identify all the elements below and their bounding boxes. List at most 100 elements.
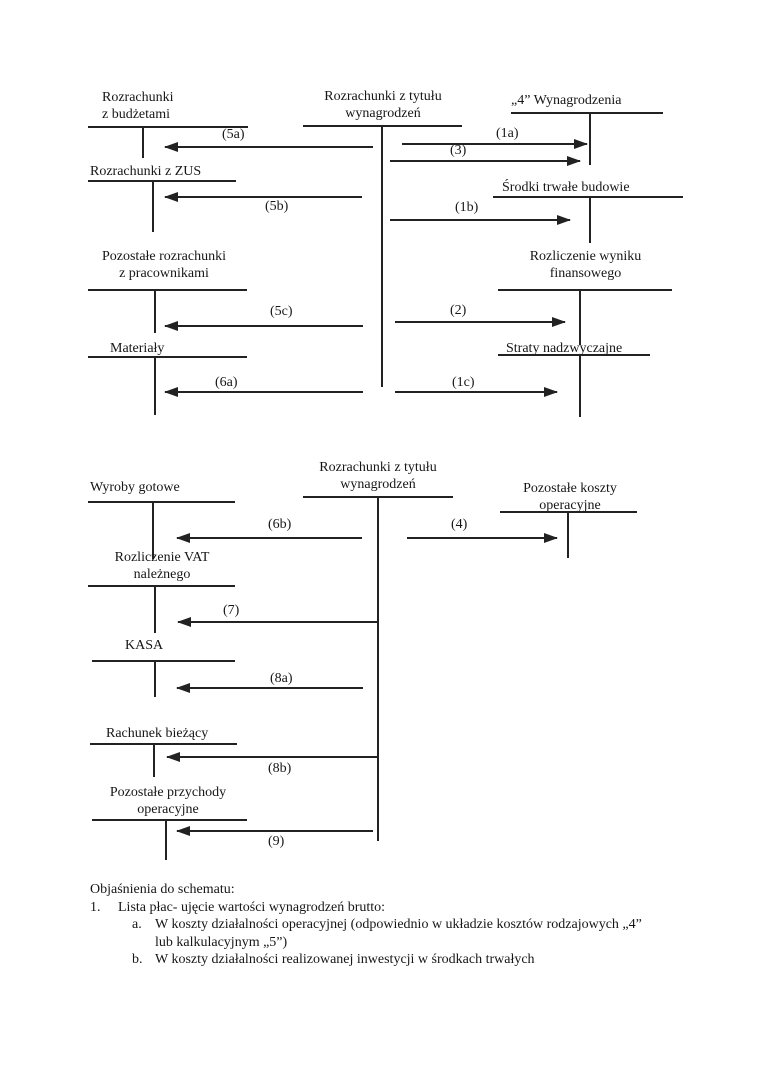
- account-title-line: Pozostałe rozrachunki: [101, 249, 226, 264]
- arrow-shaft: [407, 533, 558, 543]
- account-stem-line: [152, 180, 154, 232]
- arrowhead-left-icon: [176, 533, 190, 543]
- arrow-label: (4): [451, 517, 468, 532]
- account-title-line: wynagrodzeń: [345, 106, 421, 121]
- arrow-shaft: [177, 617, 377, 627]
- arrow-shaft: [176, 533, 362, 543]
- account-title: Rozrachunki z budżetami: [102, 89, 174, 123]
- account-stem-line: [154, 289, 156, 333]
- arrowhead-left-icon: [164, 142, 178, 152]
- account-stem-line: [377, 496, 379, 841]
- account-title-line: z pracownikami: [119, 266, 209, 281]
- account-title-line: Pozostałe koszty: [523, 481, 617, 496]
- arrow-label: (2): [450, 303, 467, 318]
- arrow-label: (9): [268, 834, 285, 849]
- account-top-line: [498, 289, 672, 291]
- account-title: Rozrachunki z tytułu wynagrodzeń: [303, 88, 463, 122]
- account-top-line: [90, 743, 237, 745]
- arrow-shaft: [164, 192, 362, 202]
- account-top-line: [88, 501, 235, 503]
- account-title-line: Rozrachunki z tytułu: [319, 460, 437, 475]
- account-title: Pozostałe rozrachunki z pracownikami: [85, 248, 243, 282]
- account-title: Wyroby gotowe: [90, 480, 180, 495]
- arrow-shaft: [166, 752, 377, 762]
- arrow-shaft: [176, 683, 363, 693]
- arrow-label: (8a): [270, 671, 293, 686]
- account-top-line: [92, 660, 235, 662]
- arrowhead-left-icon: [164, 321, 178, 331]
- account-top-line: [88, 126, 248, 128]
- account-top-line: [88, 356, 247, 358]
- account-title-line: Rozrachunki z tytułu: [324, 89, 442, 104]
- account-title: „4” Wynagrodzenia: [511, 93, 622, 108]
- arrowhead-right-icon: [567, 156, 581, 166]
- account-top-line: [511, 112, 663, 114]
- arrowhead-left-icon: [176, 826, 190, 836]
- account-title-line: należnego: [133, 567, 191, 582]
- account-title: Pozostałe przychody operacyjne: [88, 784, 248, 818]
- account-title: Pozostałe koszty operacyjne: [500, 480, 640, 514]
- arrowhead-left-icon: [177, 617, 191, 627]
- notes-item-text: W koszty działalności realizowanej inwes…: [155, 952, 535, 967]
- arrowhead-right-icon: [544, 387, 558, 397]
- account-title-line: Rozliczenie VAT: [114, 550, 210, 565]
- account-stem-line: [154, 660, 156, 697]
- arrowhead-right-icon: [544, 533, 558, 543]
- account-title-line: operacyjne: [539, 498, 601, 513]
- arrow-label: (1b): [455, 200, 479, 215]
- account-title-line: wynagrodzeń: [340, 477, 416, 492]
- account-stem-line: [567, 511, 569, 558]
- notes-item-text-line: W koszty działalności operacyjnej (odpow…: [155, 917, 642, 932]
- notes-item-text-line: lub kalkulacyjnym „5”): [155, 934, 288, 950]
- arrow-shaft: [176, 826, 373, 836]
- account-title: Straty nadzwyczajne: [506, 341, 623, 356]
- account-title: Rozliczenie wyniku finansowego: [498, 248, 673, 282]
- arrowhead-right-icon: [552, 317, 566, 327]
- notes-item-number: b.: [132, 952, 143, 967]
- arrow-shaft: [395, 387, 558, 397]
- arrow-shaft: [164, 142, 373, 152]
- arrow-shaft: [164, 387, 363, 397]
- account-title: Środki trwałe budowie: [502, 180, 630, 195]
- account-top-line: [498, 354, 650, 356]
- arrow-shaft: [390, 215, 571, 225]
- account-top-line: [493, 196, 683, 198]
- account-stem-line: [589, 196, 591, 243]
- arrow-label: (5c): [270, 304, 293, 319]
- account-title-line: operacyjne: [137, 802, 199, 817]
- arrow-shaft: [390, 156, 581, 166]
- arrow-label: (3): [450, 143, 467, 158]
- notes-item-1: 1. Lista płac- ujęcie wartości wynagrodz…: [90, 899, 705, 917]
- account-stem-line: [153, 743, 155, 777]
- arrow-label: (5a): [222, 127, 245, 142]
- account-stem-line: [589, 112, 591, 165]
- account-title: Rozliczenie VAT należnego: [88, 549, 236, 583]
- arrowhead-right-icon: [574, 139, 588, 149]
- arrow-label: (6b): [268, 517, 292, 532]
- account-title: Rozrachunki z ZUS: [90, 164, 202, 179]
- arrow-label: (1c): [452, 375, 475, 390]
- notes-item-number: 1.: [90, 899, 101, 915]
- account-stem-line: [579, 354, 581, 417]
- account-title-line: z budżetami: [102, 107, 171, 122]
- arrowhead-right-icon: [557, 215, 571, 225]
- account-title-line: finansowego: [549, 266, 622, 281]
- account-title-line: Pozostałe przychody: [109, 785, 227, 800]
- arrowhead-left-icon: [164, 387, 178, 397]
- account-stem-line: [579, 289, 581, 345]
- account-stem-line: [142, 126, 144, 158]
- arrow-label: (5b): [265, 199, 289, 214]
- account-stem-line: [154, 585, 156, 633]
- account-title: Rachunek bieżący: [106, 726, 209, 741]
- arrowhead-left-icon: [166, 752, 180, 762]
- account-top-line: [92, 819, 247, 821]
- notes-item-1b: b. W koszty działalności realizowanej in…: [132, 951, 705, 969]
- account-title-line: Rozliczenie wyniku: [529, 249, 642, 264]
- arrow-shaft: [164, 321, 363, 331]
- notes-block: Objaśnienia do schematu: 1. Lista płac- …: [90, 881, 705, 969]
- account-stem-line: [154, 356, 156, 415]
- arrow-shaft: [395, 317, 566, 327]
- account-title: Materiały: [110, 341, 165, 356]
- notes-item-text: W koszty działalności operacyjnej (odpow…: [155, 916, 642, 951]
